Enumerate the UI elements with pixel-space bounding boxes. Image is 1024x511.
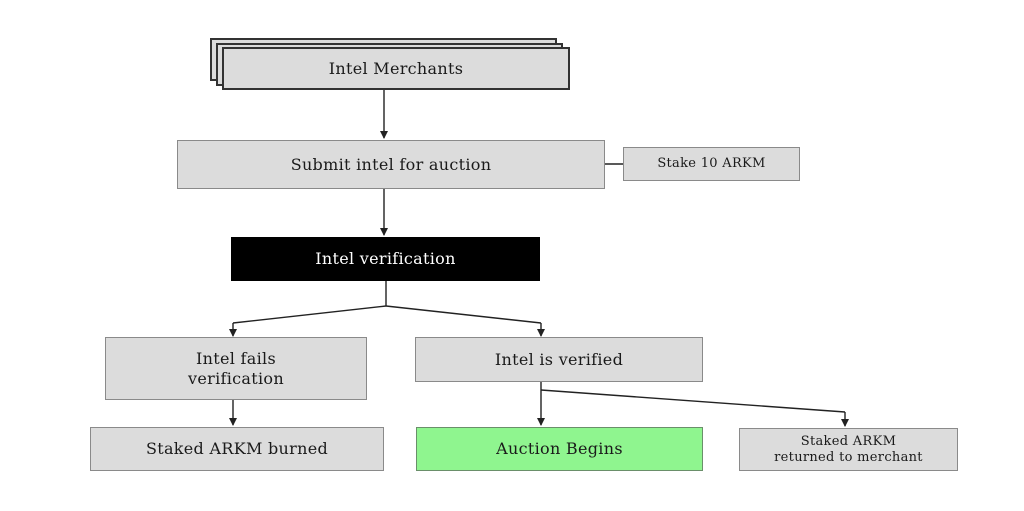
node-stake: Stake 10 ARKM [623,147,800,181]
node-staked-returned: Staked ARKM returned to merchant [739,428,958,471]
node-intel-verified: Intel is verified [415,337,703,382]
node-auction-begins: Auction Begins [416,427,703,471]
node-intel-fails-line2: verification [188,368,284,388]
edge-verification-to-fails [232,305,387,324]
node-submit-intel-label: Submit intel for auction [290,154,492,174]
edge-verified-to-returned-diag [540,389,846,413]
node-stake-label: Stake 10 ARKM [657,156,766,171]
node-auction-begins-label: Auction Begins [496,439,623,458]
node-intel-verified-label: Intel is verified [494,349,624,369]
node-staked-returned-line1: Staked ARKM [800,433,897,449]
node-submit-intel: Submit intel for auction [177,140,605,189]
node-intel-fails: Intel fails verification [105,337,367,400]
node-staked-burned-label: Staked ARKM burned [145,439,329,458]
node-intel-merchants-label: Intel Merchants [328,58,464,78]
node-intel-verification-label: Intel verification [315,249,456,268]
node-intel-merchants: Intel Merchants [222,47,570,90]
edge-verification-to-verified [385,305,542,324]
node-staked-burned: Staked ARKM burned [90,427,384,471]
node-staked-returned-line2: returned to merchant [774,449,923,465]
node-intel-fails-line1: Intel fails [196,348,276,368]
node-intel-verification: Intel verification [231,237,540,281]
